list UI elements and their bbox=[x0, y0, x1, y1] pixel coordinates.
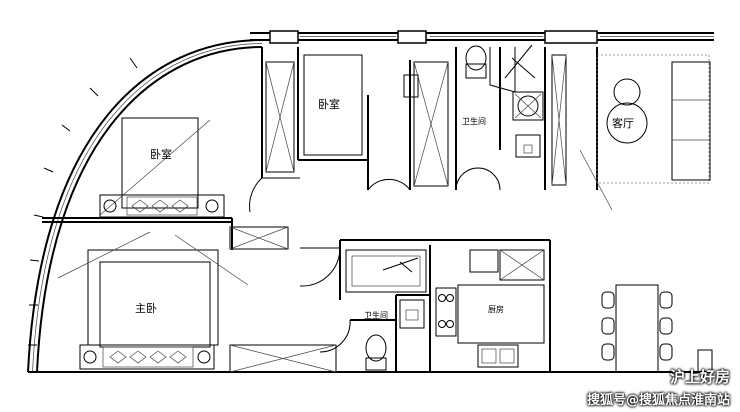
wardrobe-top-middle bbox=[413, 61, 449, 187]
shower-area-top bbox=[489, 44, 544, 121]
cabinet-left-tall bbox=[551, 54, 567, 186]
room-label-bedroom-top: 卧室 bbox=[318, 97, 340, 111]
master-bedroom: 主卧 bbox=[57, 231, 249, 370]
room-label-master-bedroom: 主卧 bbox=[135, 302, 157, 315]
watermark-logo: 沪上好房 bbox=[669, 368, 730, 386]
bathtub-bottom bbox=[345, 249, 427, 293]
curved-exterior-wall bbox=[27, 39, 263, 373]
dining-table bbox=[601, 284, 713, 373]
living-room: 客厅 bbox=[579, 54, 711, 211]
bedroom-top: 卧室 bbox=[303, 54, 363, 156]
interior-walls bbox=[28, 47, 714, 373]
door-swings bbox=[249, 167, 501, 353]
wardrobe-top-left bbox=[265, 61, 295, 173]
room-label-bedroom-left: 卧室 bbox=[150, 147, 172, 161]
room-label-bathroom-bottom: 卫生间 bbox=[364, 310, 388, 320]
room-label-kitchen: 厨房 bbox=[488, 304, 504, 314]
bedroom-left: 卧室 bbox=[99, 117, 225, 218]
wardrobe-bottom bbox=[229, 344, 337, 373]
bathroom-bottom: 卫生间 bbox=[364, 299, 425, 371]
room-label-living-room: 客厅 bbox=[612, 116, 634, 130]
kitchen: 厨房 bbox=[435, 249, 545, 368]
room-label-bathroom-top: 卫生间 bbox=[462, 116, 486, 126]
top-exterior-wall bbox=[250, 30, 714, 44]
watermark: 沪上好房 搜狐号@搜狐焦点淮南站 bbox=[587, 366, 730, 408]
cabinet-corridor bbox=[229, 226, 289, 250]
bathroom-top: 卫生间 bbox=[403, 45, 541, 158]
watermark-text: 搜狐号@搜狐焦点淮南站 bbox=[586, 393, 730, 408]
